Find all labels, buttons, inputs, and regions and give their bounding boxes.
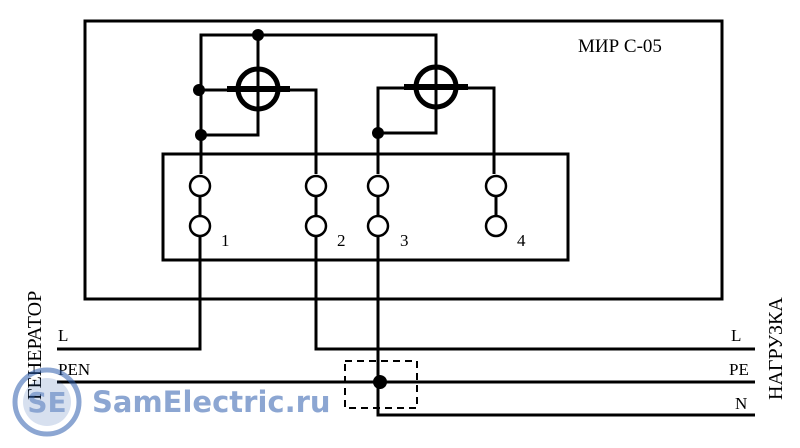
load-label: НАГРУЗКА bbox=[765, 297, 787, 400]
terminal-number-2: 2 bbox=[337, 231, 346, 250]
terminal-number-3: 3 bbox=[400, 231, 409, 250]
pen-split-junction bbox=[373, 375, 387, 389]
internal-junctions bbox=[193, 29, 384, 141]
label-right-l: L bbox=[731, 326, 741, 345]
watermark-logo bbox=[12, 367, 82, 437]
watermark-text: SamElectric.ru bbox=[92, 385, 331, 419]
terminal-pins bbox=[188, 174, 508, 238]
label-right-n: N bbox=[735, 394, 747, 413]
meter-housing bbox=[83, 19, 724, 301]
terminal-number-4: 4 bbox=[517, 231, 526, 250]
current-coil-right-wiring bbox=[376, 86, 496, 174]
pen-split-box bbox=[344, 360, 418, 409]
current-coil-left-wiring bbox=[199, 33, 438, 174]
meter-model-label: МИР С-05 bbox=[578, 36, 662, 57]
label-right-pe: PE bbox=[729, 360, 749, 379]
terminal-links bbox=[198, 196, 498, 216]
watermark: SE SamElectric.ru bbox=[12, 367, 331, 437]
terminal-number-1: 1 bbox=[221, 231, 230, 250]
measuring-element-2 bbox=[404, 64, 468, 110]
watermark-badge: SE bbox=[27, 386, 66, 419]
terminal-block bbox=[161, 152, 570, 262]
measuring-element-1 bbox=[227, 66, 290, 112]
external-wiring bbox=[57, 236, 755, 417]
label-left-l: L bbox=[58, 326, 68, 345]
